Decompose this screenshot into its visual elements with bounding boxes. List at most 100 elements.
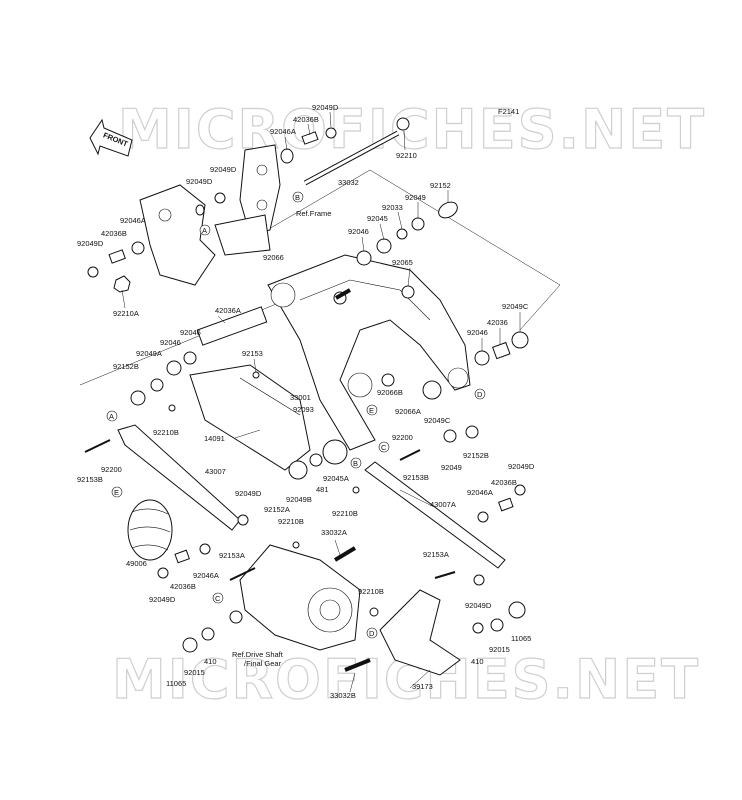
boundary-line-top — [249, 169, 561, 331]
svg-text:C: C — [381, 443, 387, 452]
part-labels: 92049D 42036B 92046A 92049D 92049D 33032… — [77, 103, 535, 700]
watermark-top: MICROFICHES.NET — [118, 98, 706, 161]
svg-text:92046: 92046 — [180, 328, 201, 337]
svg-text:92049B: 92049B — [286, 495, 312, 504]
svg-text:92015: 92015 — [489, 645, 510, 654]
svg-text:92046A: 92046A — [120, 216, 146, 225]
svg-text:92200: 92200 — [392, 433, 413, 442]
ref-frame-note: Ref.Frame — [296, 209, 331, 218]
callout-d-bottom: D — [366, 627, 378, 639]
svg-text:92210B: 92210B — [153, 428, 179, 437]
callout-e-mid: E — [366, 404, 378, 416]
callout-c-mid: C — [378, 441, 390, 453]
final-gear-housing — [239, 544, 361, 651]
leader-lines — [121, 111, 521, 693]
svg-text:39173: 39173 — [412, 682, 433, 691]
svg-text:92210B: 92210B — [332, 509, 358, 518]
svg-text:92066B: 92066B — [377, 388, 403, 397]
svg-text:92152: 92152 — [430, 181, 451, 190]
boundary-line-left — [79, 289, 311, 386]
svg-text:92049D: 92049D — [210, 165, 237, 174]
svg-text:42036A: 42036A — [215, 306, 241, 315]
svg-text:92049D: 92049D — [235, 489, 262, 498]
svg-text:92049D: 92049D — [149, 595, 176, 604]
svg-text:92049A: 92049A — [136, 349, 162, 358]
swingarm — [267, 254, 471, 451]
callout-b-top: B — [292, 191, 304, 203]
svg-text:92152B: 92152B — [463, 451, 489, 460]
svg-text:481: 481 — [316, 485, 329, 494]
svg-text:92049D: 92049D — [186, 177, 213, 186]
svg-text:42036B: 42036B — [101, 229, 127, 238]
svg-text:92200: 92200 — [101, 465, 122, 474]
svg-text:33032: 33032 — [338, 178, 359, 187]
bracket-39173 — [379, 589, 461, 676]
svg-text:B: B — [353, 459, 358, 468]
svg-text:33001: 33001 — [290, 393, 311, 402]
svg-text:92152B: 92152B — [113, 362, 139, 371]
svg-text:92049C: 92049C — [424, 416, 451, 425]
svg-text:92066: 92066 — [263, 253, 284, 262]
svg-text:92049D: 92049D — [465, 601, 492, 610]
svg-text:92015: 92015 — [184, 668, 205, 677]
callout-a-left: A — [106, 410, 118, 422]
svg-text:92210A: 92210A — [113, 309, 139, 318]
callout-b-right: B — [350, 457, 362, 469]
svg-text:92210B: 92210B — [278, 517, 304, 526]
svg-text:92153: 92153 — [242, 349, 263, 358]
svg-text:92046A: 92046A — [270, 127, 296, 136]
svg-text:92153A: 92153A — [219, 551, 245, 560]
callout-a-top: A — [199, 224, 211, 236]
svg-text:42036B: 42036B — [170, 582, 196, 591]
svg-text:92046: 92046 — [348, 227, 369, 236]
svg-text:92033: 92033 — [382, 203, 403, 212]
svg-text:92152A: 92152A — [264, 505, 290, 514]
svg-text:92045: 92045 — [367, 214, 388, 223]
svg-text:92153B: 92153B — [77, 475, 103, 484]
svg-text:92049: 92049 — [441, 463, 462, 472]
svg-text:A: A — [202, 226, 207, 235]
svg-text:92046A: 92046A — [467, 488, 493, 497]
svg-text:92049: 92049 — [405, 193, 426, 202]
svg-text:11065: 11065 — [166, 679, 186, 688]
svg-text:92210B: 92210B — [358, 587, 384, 596]
svg-text:B: B — [295, 193, 300, 202]
svg-text:92153A: 92153A — [423, 550, 449, 559]
svg-text:43007A: 43007A — [430, 500, 456, 509]
svg-text:410: 410 — [204, 657, 217, 666]
svg-text:92045A: 92045A — [323, 474, 349, 483]
ref-final-gear-note: /Final Gear — [244, 659, 282, 668]
rubber-boot — [127, 499, 173, 561]
svg-text:E: E — [369, 406, 374, 415]
svg-text:11065: 11065 — [511, 634, 531, 643]
svg-text:92153B: 92153B — [403, 473, 429, 482]
svg-text:92046: 92046 — [467, 328, 488, 337]
svg-text:C: C — [215, 594, 221, 603]
svg-text:42036: 42036 — [487, 318, 508, 327]
svg-text:92210: 92210 — [396, 151, 417, 160]
hardware — [84, 117, 529, 672]
svg-text:92049D: 92049D — [77, 239, 104, 248]
svg-text:D: D — [477, 390, 483, 399]
svg-text:92049C: 92049C — [502, 302, 529, 311]
ref-drive-shaft-note: Ref.Drive Shaft — [232, 650, 284, 659]
svg-text:33032A: 33032A — [321, 528, 347, 537]
svg-text:42036B: 42036B — [491, 478, 517, 487]
svg-text:33032B: 33032B — [330, 691, 356, 700]
svg-text:410: 410 — [471, 657, 484, 666]
svg-text:43007: 43007 — [205, 467, 226, 476]
svg-text:49006: 49006 — [126, 559, 147, 568]
svg-text:92065: 92065 — [392, 258, 413, 267]
callout-c-bottom: C — [212, 592, 224, 604]
svg-text:14091: 14091 — [204, 434, 225, 443]
svg-text:92046: 92046 — [160, 338, 181, 347]
torque-rod-left — [117, 424, 241, 531]
svg-text:42036B: 42036B — [293, 115, 319, 124]
svg-text:D: D — [369, 629, 375, 638]
torque-rod-right — [364, 461, 506, 569]
pivot-shaft — [303, 130, 400, 186]
figure-id: F2141 — [498, 107, 519, 116]
svg-text:A: A — [109, 412, 114, 421]
svg-text:E: E — [114, 488, 119, 497]
